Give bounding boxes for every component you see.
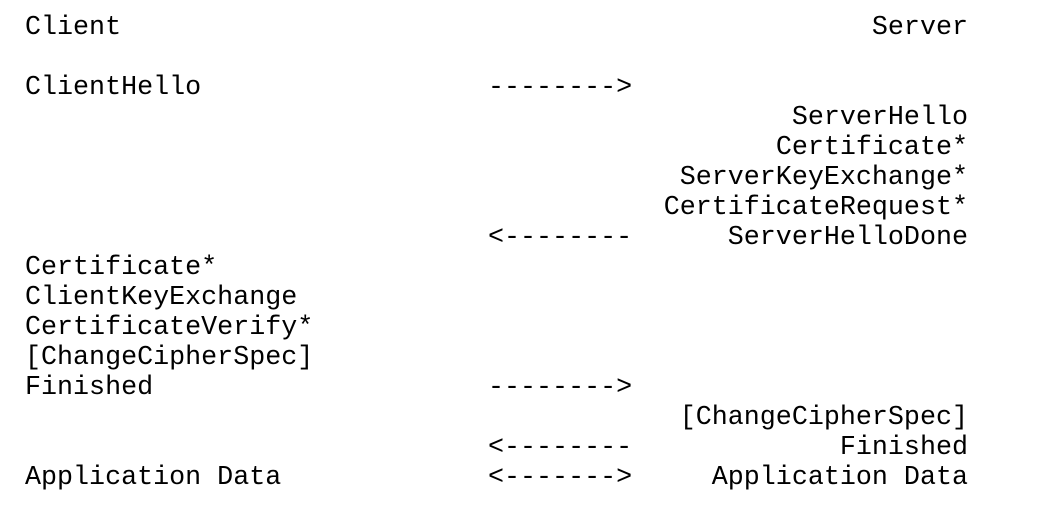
server-message: CertificateRequest* xyxy=(663,193,968,223)
server-column-header: Server xyxy=(871,13,968,43)
server-message: Application Data xyxy=(711,463,968,493)
client-column-header: Client xyxy=(25,13,122,43)
server-message: ServerHelloDone xyxy=(727,223,968,253)
client-message: Application Data xyxy=(25,463,282,493)
client-message: [ChangeCipherSpec] xyxy=(25,343,314,373)
client-message: ClientHello xyxy=(25,73,202,103)
server-message: [ChangeCipherSpec] xyxy=(679,403,968,433)
message-arrow: <-------> xyxy=(488,463,633,493)
client-message: ClientKeyExchange xyxy=(25,283,298,313)
message-arrow: <-------- xyxy=(488,433,633,463)
server-message: ServerKeyExchange* xyxy=(679,163,968,193)
message-arrow: --------> xyxy=(488,73,633,103)
server-message: ServerHello xyxy=(791,103,968,133)
client-message: CertificateVerify* xyxy=(25,313,314,343)
message-arrow: --------> xyxy=(488,373,633,403)
message-arrow: <-------- xyxy=(488,223,633,253)
client-message: Finished xyxy=(25,373,154,403)
client-message: Certificate* xyxy=(25,253,218,283)
server-message: Finished xyxy=(839,433,968,463)
server-message: Certificate* xyxy=(775,133,968,163)
